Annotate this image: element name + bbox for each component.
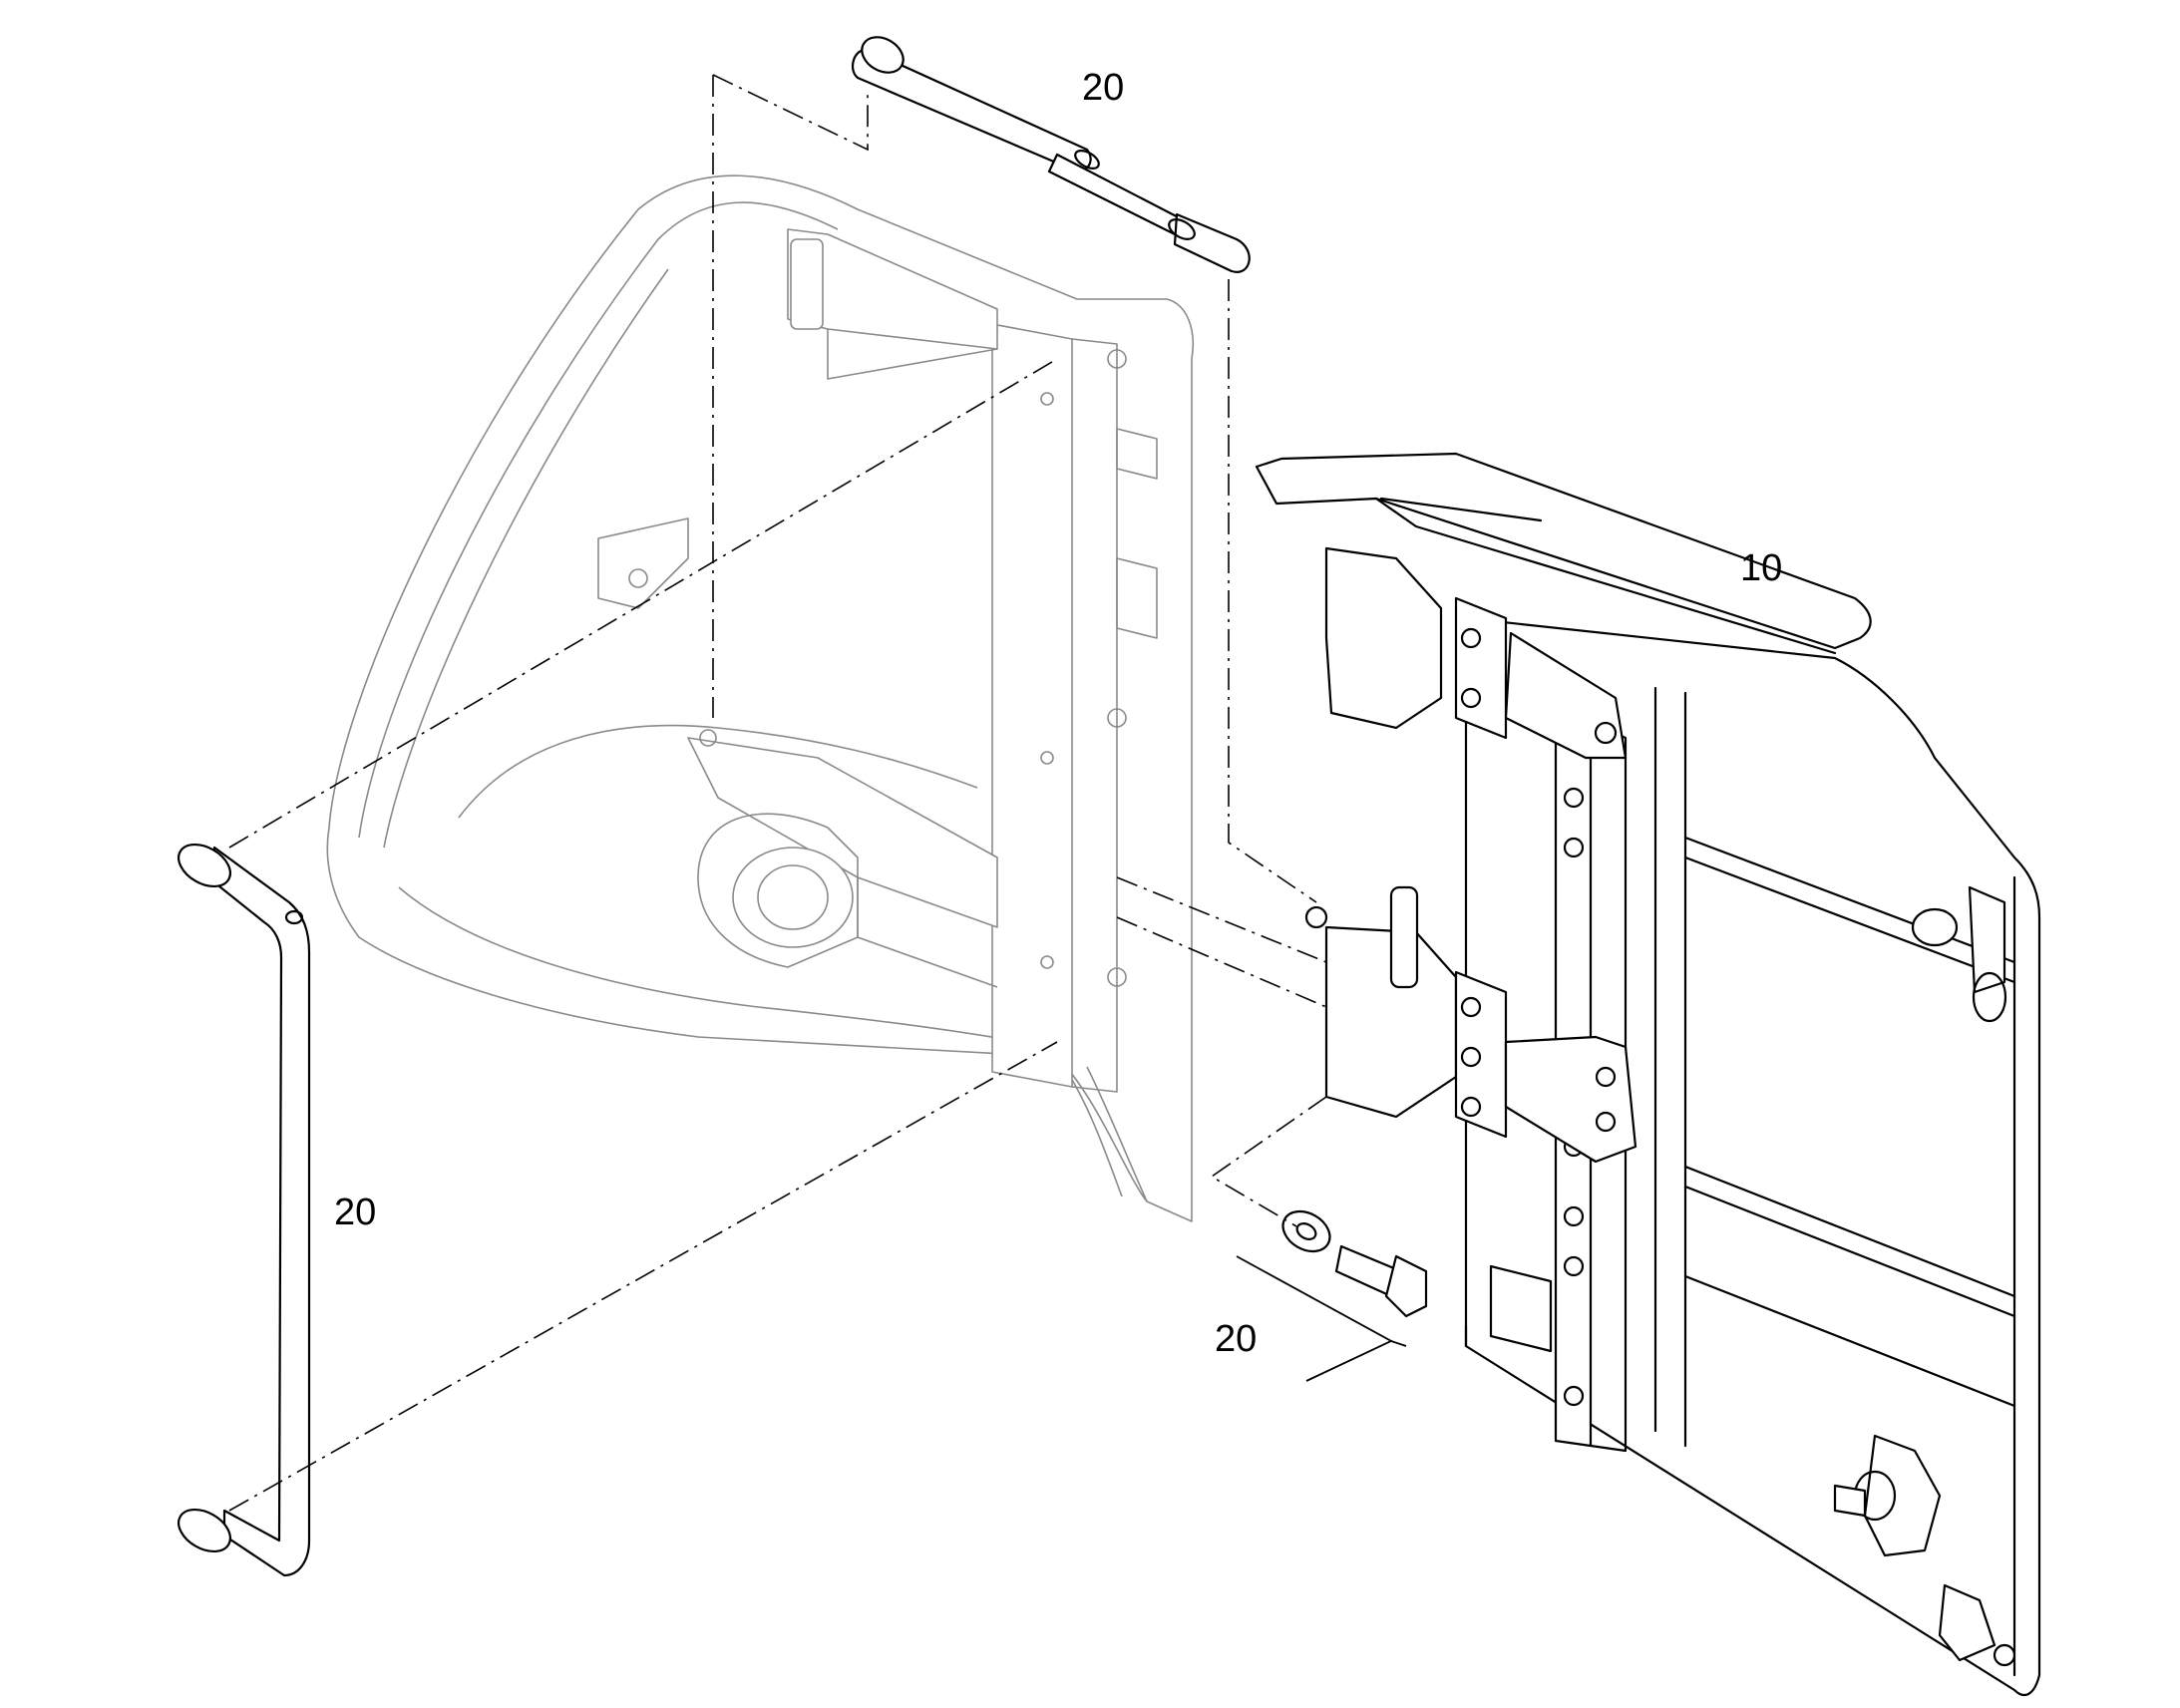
washer-bolt — [1281, 1209, 1428, 1318]
door-panel — [1255, 452, 2041, 1697]
bolt-kit-bracket-right — [1390, 1340, 1407, 1347]
assembly-lines — [228, 74, 1327, 1512]
handle — [178, 843, 311, 1577]
callout-bolt-kit: 20 — [1215, 1318, 1257, 1360]
callout-gas-strut: 20 — [1082, 67, 1124, 109]
ghost-mount-frame — [326, 174, 1194, 1222]
callout-door-panel: 10 — [1740, 547, 1782, 589]
callout-handle: 20 — [334, 1192, 376, 1233]
gas-strut — [851, 36, 1251, 273]
